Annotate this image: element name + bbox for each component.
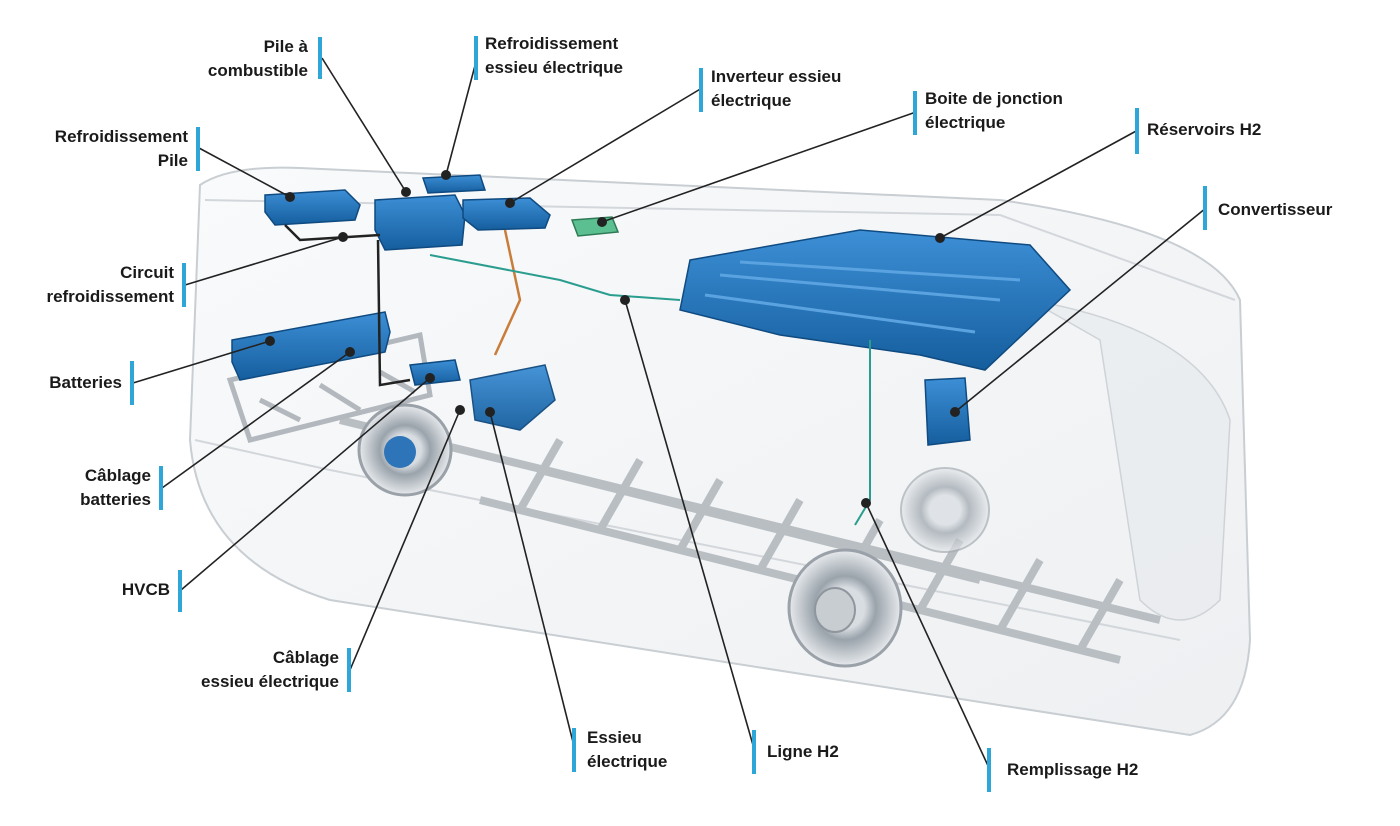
- accent-bar: [1203, 186, 1207, 230]
- label-refroidissement-essieu: Refroidissement essieu électrique: [485, 32, 623, 80]
- accent-bar: [987, 748, 991, 792]
- label-reservoirs-h2: Réservoirs H2: [1147, 118, 1261, 142]
- label-inverteur-essieu: Inverteur essieu électrique: [711, 65, 841, 113]
- leader-lines: [132, 57, 1207, 771]
- label-cablage-essieu: Câblage essieu électrique: [201, 646, 339, 694]
- label-line: électrique: [587, 752, 668, 771]
- front-wheel: [357, 403, 453, 497]
- label-line: Circuit: [120, 263, 174, 282]
- label-line: Essieu: [587, 728, 642, 747]
- label-line: combustible: [207, 61, 308, 80]
- rear-wheel-far: [900, 467, 990, 553]
- accent-bar: [913, 91, 917, 135]
- label-line: Convertisseur: [1218, 200, 1333, 219]
- label-line: Remplissage H2: [1007, 760, 1139, 779]
- accent-bar: [1135, 108, 1139, 154]
- label-ligne-h2: Ligne H2: [767, 740, 839, 764]
- label-line: Câblage: [272, 648, 339, 667]
- label-line: Pile à: [263, 37, 308, 56]
- accent-bar: [347, 648, 351, 692]
- label-line: Refroidissement: [54, 127, 188, 146]
- label-line: refroidissement: [46, 287, 174, 306]
- label-remplissage-h2: Remplissage H2: [1007, 758, 1138, 782]
- label-refroidissement-pile: Refroidissement Pile: [55, 125, 188, 173]
- accent-bar: [178, 570, 182, 612]
- accent-bar: [752, 730, 756, 774]
- anchor-dots: [265, 170, 960, 508]
- label-line: Câblage: [84, 466, 151, 485]
- accent-bar: [182, 263, 186, 307]
- label-line: Réservoirs H2: [1147, 120, 1262, 139]
- label-line: Inverteur essieu: [711, 67, 842, 86]
- accent-bar: [130, 361, 134, 405]
- accent-bar: [572, 728, 576, 772]
- label-line: Ligne H2: [767, 742, 839, 761]
- label-hvcb: HVCB: [122, 578, 170, 602]
- label-essieu-electrique: Essieu électrique: [587, 726, 667, 774]
- rear-wheel: [787, 548, 903, 668]
- label-line: HVCB: [121, 580, 170, 599]
- label-line: batteries: [80, 490, 151, 509]
- label-convertisseur: Convertisseur: [1218, 198, 1332, 222]
- label-line: Pile: [157, 151, 188, 170]
- accent-bar: [318, 37, 322, 79]
- accent-bar: [159, 466, 163, 510]
- label-batteries: Batteries: [49, 371, 122, 395]
- label-cablage-batteries: Câblage batteries: [80, 464, 151, 512]
- label-line: électrique: [711, 91, 792, 110]
- label-line: Batteries: [49, 373, 122, 392]
- label-line: Refroidissement: [485, 34, 619, 53]
- label-line: Boite de jonction: [925, 89, 1063, 108]
- label-boite-jonction: Boite de jonction électrique: [925, 87, 1063, 135]
- accent-bar: [699, 68, 703, 112]
- label-line: électrique: [925, 113, 1006, 132]
- label-line: essieu électrique: [201, 672, 339, 691]
- accent-bar: [474, 36, 478, 80]
- label-line: essieu électrique: [485, 58, 623, 77]
- label-circuit-refroidissement: Circuit refroidissement: [46, 261, 174, 309]
- label-pile-combustible: Pile à combustible: [208, 35, 308, 83]
- accent-bar: [196, 127, 200, 171]
